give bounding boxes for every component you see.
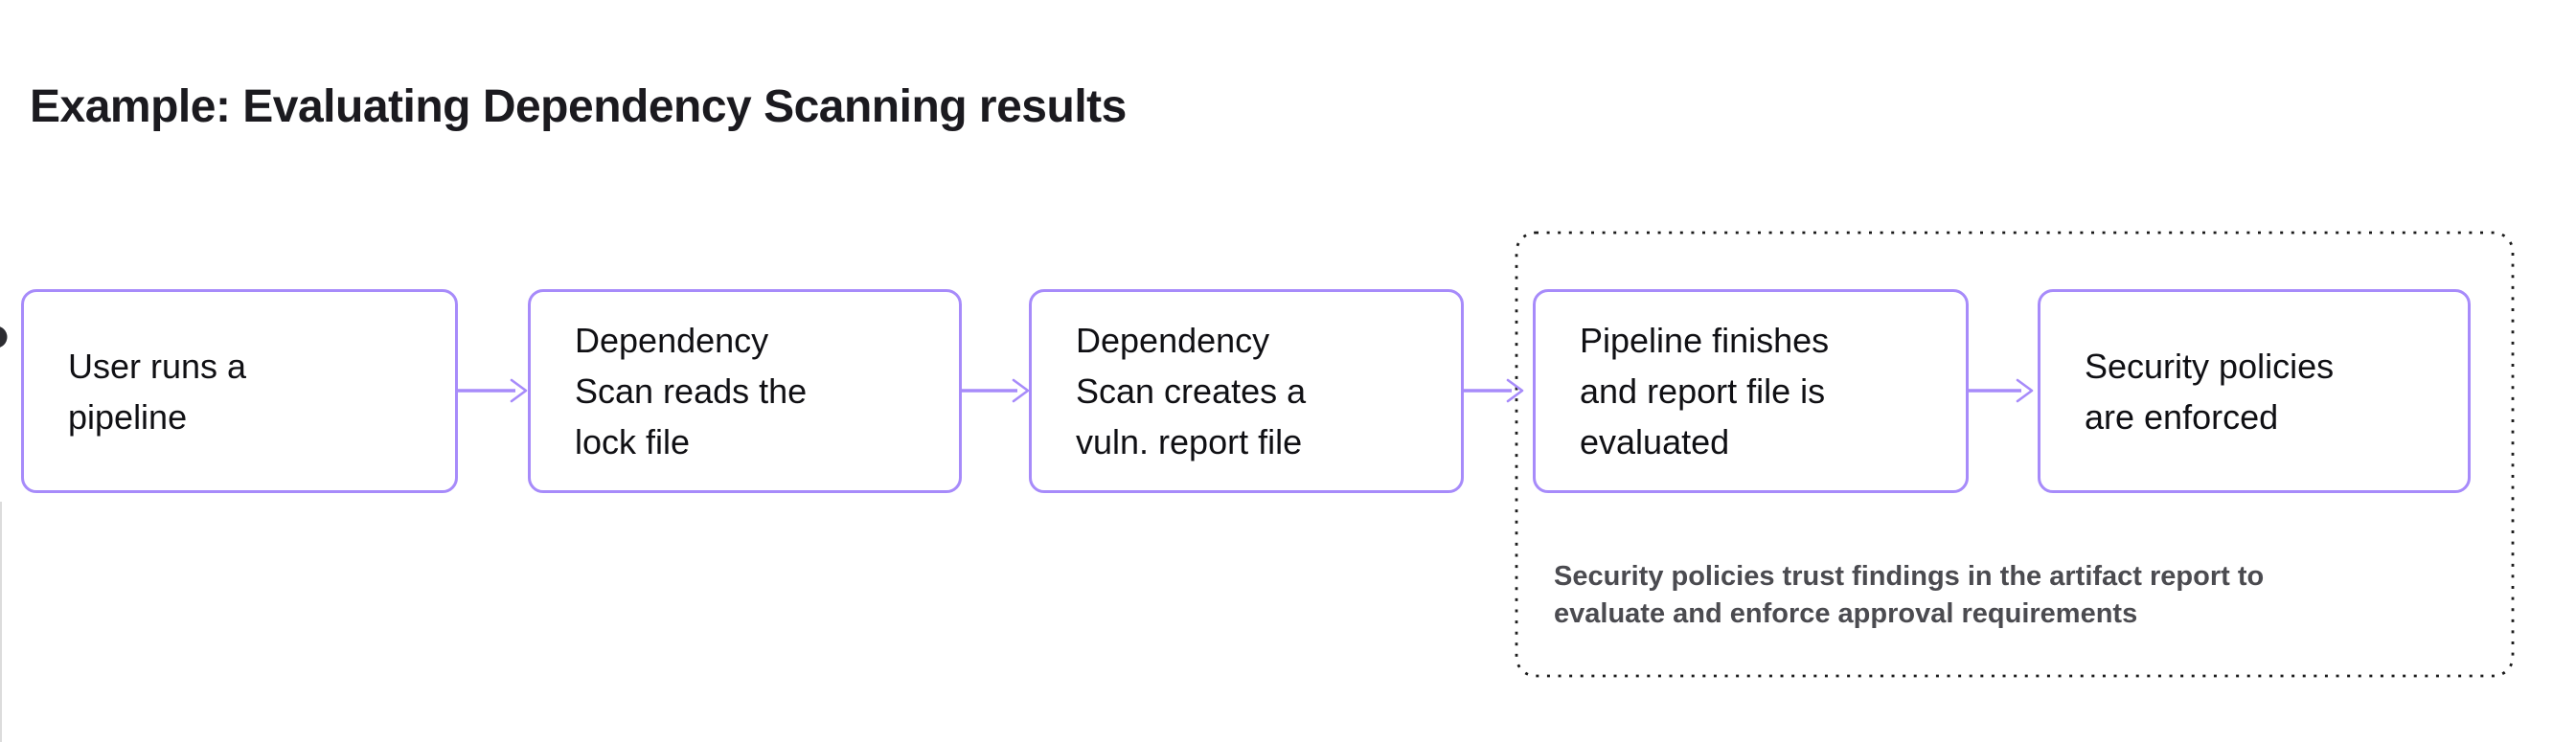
flow-step-user-runs-a-pipeline: User runs a pipeline	[21, 289, 458, 493]
step-label-line: Scan reads the	[575, 371, 808, 411]
step-label-line: vuln. report file	[1076, 422, 1303, 461]
step-label-line: Scan creates a	[1076, 371, 1307, 411]
step-label-line: lock file	[575, 422, 691, 461]
left-edge-faint-line	[0, 502, 2, 742]
arrow-right-icon	[962, 378, 1030, 403]
step-label-line: evaluated	[1580, 422, 1730, 461]
flow-step-dependency-scan-reads-lock-file: Dependency Scan reads the lock file	[528, 289, 962, 493]
flow-step-security-policies-enforced: Security policies are enforced	[2038, 289, 2471, 493]
step-label-line: User runs a	[68, 346, 247, 386]
step-label-line: Security policies	[2085, 346, 2335, 386]
step-label-line: Pipeline finishes	[1580, 321, 1830, 360]
note-line: evaluate and enforce approval requiremen…	[1554, 598, 2138, 629]
arrow-right-icon	[1969, 378, 2034, 403]
step-label-line: are enforced	[2085, 396, 2279, 437]
left-edge-clipped-dot	[0, 326, 8, 348]
diagram-title: Example: Evaluating Dependency Scanning …	[30, 81, 1127, 132]
note-line: Security policies trust findings in the …	[1554, 561, 2265, 592]
step-label-line: Dependency	[575, 321, 769, 360]
policy-trust-note: Security policies trust findings in the …	[1554, 558, 2264, 633]
step-label-line: and report file is	[1580, 371, 1826, 411]
arrow-right-icon	[1464, 378, 1524, 403]
flow-step-pipeline-finishes-report-evaluated: Pipeline finishes and report file is eva…	[1533, 289, 1969, 493]
policy-evaluation-group-border	[1515, 231, 2515, 678]
step-label-line: Dependency	[1076, 321, 1270, 360]
flow-step-dependency-scan-creates-report: Dependency Scan creates a vuln. report f…	[1029, 289, 1464, 493]
arrow-right-icon	[458, 378, 528, 403]
step-label-line: pipeline	[68, 396, 188, 437]
